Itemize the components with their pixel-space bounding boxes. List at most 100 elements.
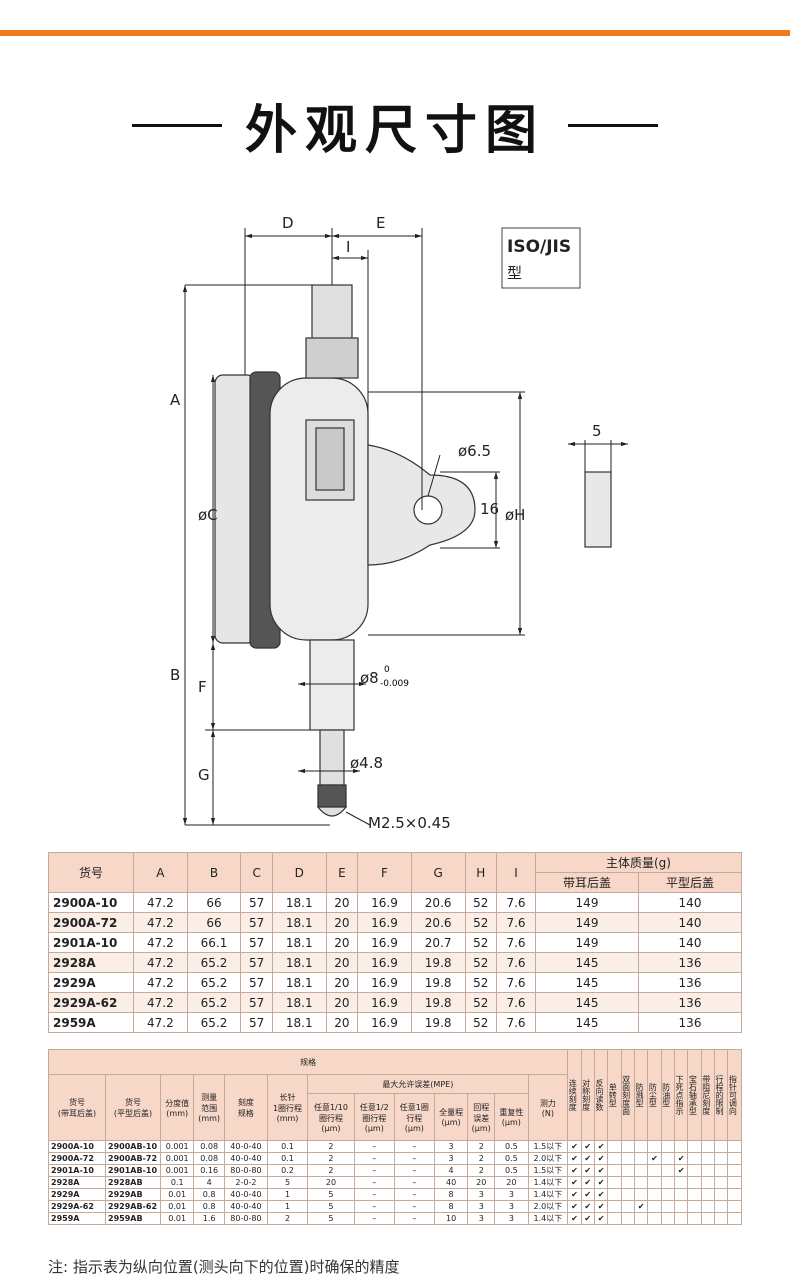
value-cell: –: [353, 1200, 395, 1213]
th-full: 全量程 (μm): [433, 1093, 469, 1141]
dim-tip: ø4.8: [350, 754, 383, 772]
value-cell: 52: [464, 1012, 498, 1033]
feature-check-cell: [607, 1176, 622, 1189]
feature-check-cell: [727, 1200, 742, 1213]
feature-check-cell: [727, 1212, 742, 1225]
feature-check-cell: ✔: [580, 1140, 595, 1153]
th-mass-flat: 平型后盖: [638, 872, 742, 893]
feature-check-cell: [700, 1176, 716, 1189]
feature-check-cell: [727, 1164, 742, 1177]
feature-check-cell: [620, 1188, 635, 1201]
value-cell: 4: [433, 1164, 469, 1177]
value-cell: 0.5: [494, 1140, 529, 1153]
title-block: 外观尺寸图: [0, 88, 790, 163]
feature-check-cell: [660, 1140, 676, 1153]
feature-check-cell: ✔: [593, 1212, 609, 1225]
value-cell: 136: [638, 972, 742, 993]
feature-check-cell: ✔: [567, 1212, 582, 1225]
th-e: E: [325, 852, 359, 893]
feature-check-cell: ✔: [567, 1152, 582, 1165]
value-cell: 140: [638, 912, 742, 933]
value-cell: 18.1: [271, 952, 327, 973]
value-cell: 0.8: [193, 1200, 225, 1213]
value-cell: 3: [467, 1212, 496, 1225]
feature-check-cell: ✔: [633, 1200, 649, 1213]
feature-check-cell: [727, 1188, 742, 1201]
value-cell: 3: [467, 1200, 496, 1213]
value-cell: 40-0-40: [223, 1152, 268, 1165]
value-cell: 2-0-2: [223, 1176, 268, 1189]
model-cell: 2928A: [48, 1176, 106, 1189]
model-cell: 2900A-10: [48, 892, 134, 913]
th-long: 长针 1圈行程 (mm): [266, 1074, 309, 1141]
feature-check-cell: [687, 1140, 702, 1153]
th-feature: 防尘型: [647, 1049, 662, 1141]
value-cell: 7.6: [496, 1012, 536, 1033]
feature-check-cell: [660, 1176, 676, 1189]
value-cell: 0.001: [159, 1164, 195, 1177]
value-cell: 7.6: [496, 972, 536, 993]
th-range: 测量 范围 (mm): [193, 1074, 225, 1141]
value-cell: 5: [266, 1176, 309, 1189]
value-cell: 18.1: [271, 992, 327, 1013]
value-cell: 0.1: [266, 1140, 309, 1153]
value-cell: 52: [464, 912, 498, 933]
value-cell: –: [353, 1188, 395, 1201]
value-cell: 2: [307, 1152, 355, 1165]
feature-check-cell: [687, 1176, 702, 1189]
feature-check-cell: ✔: [580, 1200, 595, 1213]
value-cell: 52: [464, 952, 498, 973]
feature-check-cell: ✔: [580, 1212, 595, 1225]
feature-check-cell: [660, 1188, 676, 1201]
value-cell: 57: [240, 932, 273, 953]
value-cell: 18.1: [271, 892, 327, 913]
feature-check-cell: [687, 1164, 702, 1177]
value-cell: 1.5以下: [527, 1164, 569, 1177]
value-cell: 20: [325, 932, 359, 953]
model-cell: 2901AB-10: [105, 1164, 161, 1177]
value-cell: 0.1: [266, 1152, 309, 1165]
dim-16: 16: [480, 500, 499, 518]
feature-check-cell: [660, 1164, 676, 1177]
feature-check-cell: ✔: [567, 1176, 582, 1189]
value-cell: 47.2: [133, 892, 188, 913]
value-cell: 47.2: [133, 972, 188, 993]
model-cell: 2900A-72: [48, 1152, 106, 1165]
dim-e: E: [376, 214, 385, 232]
feature-check-cell: [687, 1152, 702, 1165]
value-cell: 20: [307, 1176, 355, 1189]
value-cell: 3: [467, 1188, 496, 1201]
th-force: 测力 (N): [527, 1074, 569, 1141]
feature-check-cell: [607, 1212, 622, 1225]
feature-check-cell: [633, 1140, 649, 1153]
th-feature: 宝石轴承型: [687, 1049, 702, 1141]
feature-check-cell: [633, 1212, 649, 1225]
value-cell: 7.6: [496, 932, 536, 953]
feature-check-cell: [647, 1212, 662, 1225]
value-cell: 136: [638, 1012, 742, 1033]
value-cell: 19.8: [410, 1012, 466, 1033]
feature-check-cell: [620, 1200, 635, 1213]
feature-check-cell: [714, 1152, 729, 1165]
th-d: D: [271, 852, 327, 893]
th-feature: 指针可调向: [727, 1049, 742, 1141]
feature-check-cell: [633, 1188, 649, 1201]
value-cell: 20.6: [410, 912, 466, 933]
value-cell: 20: [325, 912, 359, 933]
value-cell: 18.1: [271, 1012, 327, 1033]
feature-check-cell: ✔: [593, 1152, 609, 1165]
th-mass: 主体质量(g): [535, 852, 742, 873]
feature-check-cell: ✔: [580, 1164, 595, 1177]
value-cell: 20.6: [410, 892, 466, 913]
feature-check-cell: [687, 1200, 702, 1213]
th-model: 货号: [48, 852, 134, 893]
value-cell: 47.2: [133, 952, 188, 973]
model-cell: 2928A: [48, 952, 134, 973]
value-cell: –: [353, 1164, 395, 1177]
value-cell: 2: [467, 1152, 496, 1165]
value-cell: 3: [433, 1152, 469, 1165]
